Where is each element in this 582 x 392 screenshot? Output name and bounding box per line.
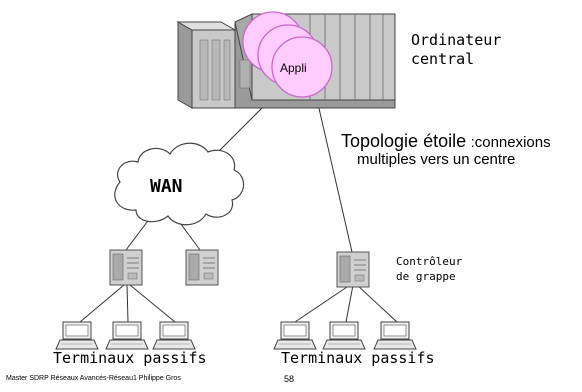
server-to-terminal1-line (79, 284, 125, 323)
controller-to-terminal3-line (356, 284, 398, 323)
wan-label: WAN (150, 176, 183, 197)
terminal-icon-left-3 (152, 321, 196, 350)
server-to-terminal3-line (129, 284, 176, 323)
central-label-line1: Ordinateur (411, 31, 502, 49)
server-icon-right (185, 249, 219, 286)
terminal-icon-right-1 (273, 321, 317, 350)
page-number: 58 (284, 374, 295, 384)
topology-desc-line1: :connexions (470, 134, 551, 151)
controller-label-line1: Contrôleur (396, 255, 463, 268)
footer-text: Master SDRP Réseaux Avancés-Réseau1 Phil… (6, 375, 181, 382)
terminals-right-label: Terminaux passifs (281, 349, 435, 367)
wan-cloud-icon (114, 142, 245, 226)
terminals-left-label: Terminaux passifs (53, 349, 207, 367)
central-computer-label: Ordinateur central (411, 31, 501, 69)
terminal-icon-right-3 (373, 321, 417, 350)
central-to-controller-line (317, 103, 353, 253)
terminal-icon-left-1 (55, 321, 99, 350)
controller-label-line2: de grappe (396, 270, 456, 283)
application-disk-icon (242, 11, 333, 98)
topology-title: Topologie étoile (341, 131, 467, 151)
topology-desc-line2: multiples vers un centre (357, 151, 516, 168)
terminal-icon-left-2 (105, 321, 149, 350)
server-icon-left (109, 249, 143, 286)
appli-label: Appli (280, 61, 307, 75)
controller-to-terminal2-line (345, 284, 354, 323)
central-label-line2: central (411, 50, 475, 68)
terminal-icon-right-2 (322, 321, 366, 350)
cluster-controller-label: Contrôleur de grappe (396, 254, 462, 284)
wan-to-server-left-line (125, 217, 151, 251)
controller-to-terminal1-line (294, 284, 351, 323)
server-to-terminal2-line (126, 284, 129, 323)
cluster-controller-server-icon (336, 251, 370, 288)
topology-caption: Topologie étoile :connexions (341, 131, 551, 152)
